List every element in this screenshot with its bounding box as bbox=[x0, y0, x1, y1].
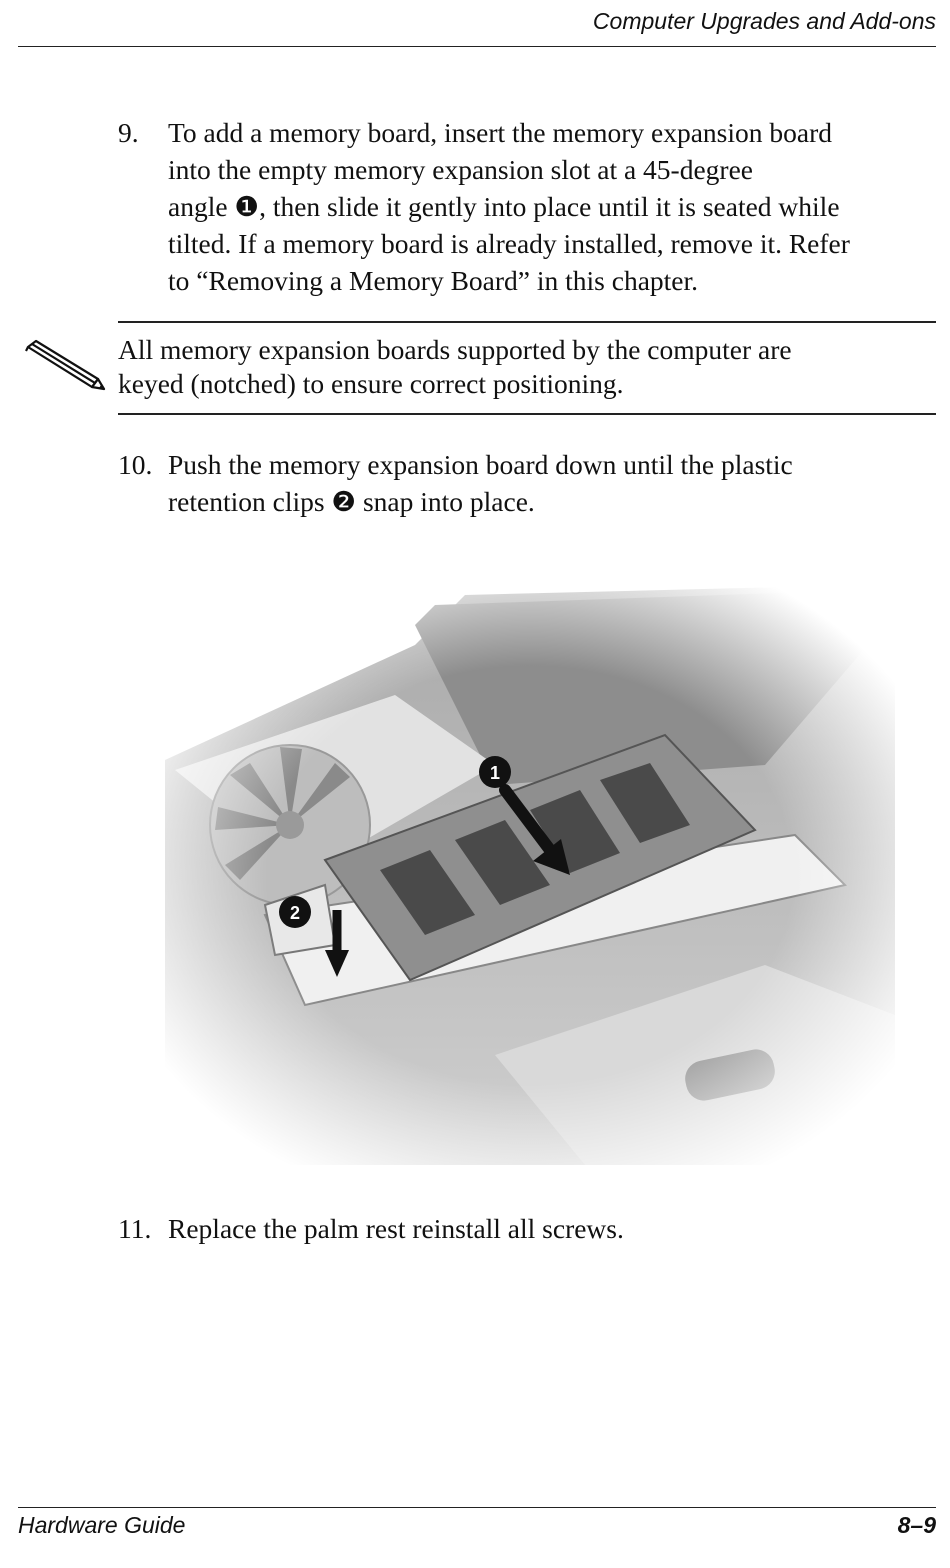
step-text: Push the memory expansion board down unt… bbox=[168, 446, 936, 520]
footer-rule bbox=[18, 1507, 936, 1508]
step-line: retention clips ❷ snap into place. bbox=[168, 486, 535, 517]
step-11: 11. Replace the palm rest reinstall all … bbox=[118, 1210, 936, 1247]
step-line: Push the memory expansion board down unt… bbox=[168, 449, 793, 480]
step-10: 10. Push the memory expansion board down… bbox=[118, 446, 936, 520]
header-rule bbox=[18, 46, 936, 47]
memory-board-illustration: 1 2 bbox=[165, 585, 895, 1165]
running-header: Computer Upgrades and Add-ons bbox=[592, 8, 936, 34]
page-number: 8–9 bbox=[897, 1512, 936, 1538]
step-line: to “Removing a Memory Board” in this cha… bbox=[168, 265, 699, 296]
step-line: tilted. If a memory board is already ins… bbox=[168, 228, 850, 259]
pencil-note-icon bbox=[25, 339, 106, 391]
note-line: keyed (notched) to ensure correct positi… bbox=[118, 368, 624, 399]
step-text: Replace the palm rest reinstall all scre… bbox=[168, 1210, 936, 1247]
step-number: 10. bbox=[118, 449, 153, 480]
note-rule-top bbox=[118, 321, 936, 323]
step-line: angle ❶, then slide it gently into place… bbox=[168, 191, 840, 222]
note-text: All memory expansion boards supported by… bbox=[118, 333, 936, 401]
step-number: 11. bbox=[118, 1213, 152, 1244]
step-number: 9. bbox=[118, 117, 139, 148]
step-line: into the empty memory expansion slot at … bbox=[168, 154, 753, 185]
note-rule-bottom bbox=[118, 413, 936, 415]
step-line: Replace the palm rest reinstall all scre… bbox=[168, 1213, 624, 1244]
note-line: All memory expansion boards supported by… bbox=[118, 334, 792, 365]
step-9: 9. To add a memory board, insert the mem… bbox=[118, 114, 936, 299]
vignette bbox=[165, 585, 895, 1165]
step-line: To add a memory board, insert the memory… bbox=[168, 117, 833, 148]
step-text: To add a memory board, insert the memory… bbox=[168, 114, 936, 299]
footer-title: Hardware Guide bbox=[18, 1512, 186, 1538]
